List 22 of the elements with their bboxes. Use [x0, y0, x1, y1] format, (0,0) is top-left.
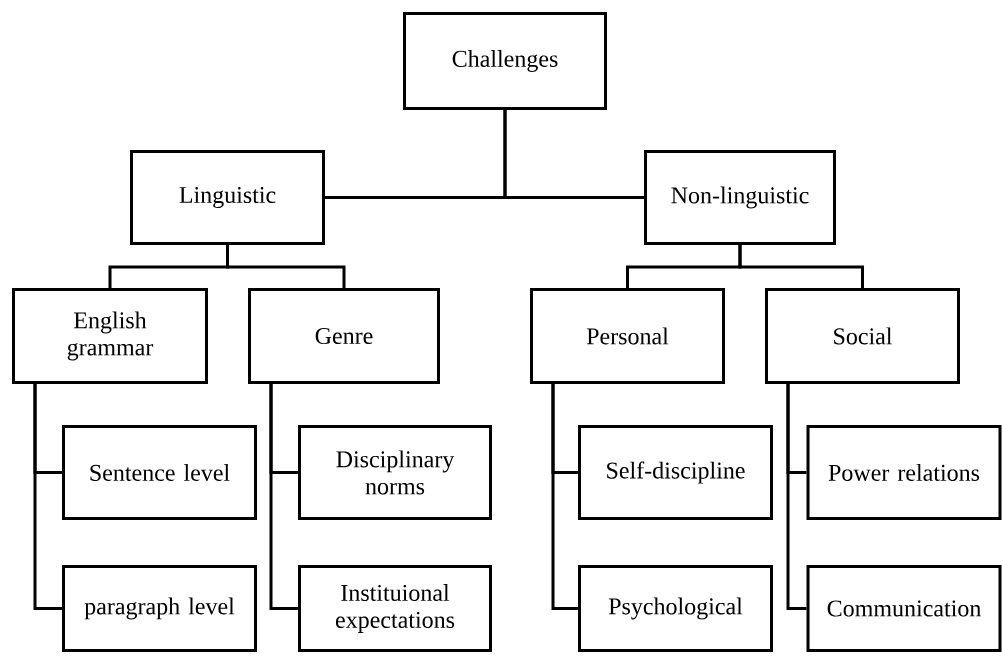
category-box: Instituional expectations [298, 565, 492, 652]
category-box: Genre [248, 288, 440, 384]
connector-line [269, 382, 298, 610]
category-box: Power relations [806, 425, 1002, 520]
category-box: Psychological [578, 565, 773, 652]
category-box: Communication [806, 565, 1002, 652]
connector-line [738, 245, 864, 288]
category-box: Sentence level [62, 425, 257, 520]
category-box: Personal [530, 288, 725, 384]
category-box: Disciplinary norms [298, 425, 492, 520]
connector-line [226, 245, 346, 288]
connector-line [786, 382, 807, 610]
category-box: Non-linguistic [644, 150, 836, 245]
category-box: paragraph level [62, 565, 257, 652]
connector-line [503, 110, 644, 199]
category-box: Challenges [403, 12, 607, 110]
connector-line [33, 382, 62, 610]
category-box: Self-discipline [578, 425, 773, 520]
category-box: English grammar [12, 288, 208, 384]
category-box: Social [765, 288, 960, 384]
category-box: Linguistic [130, 150, 325, 245]
connector-line [551, 382, 578, 610]
